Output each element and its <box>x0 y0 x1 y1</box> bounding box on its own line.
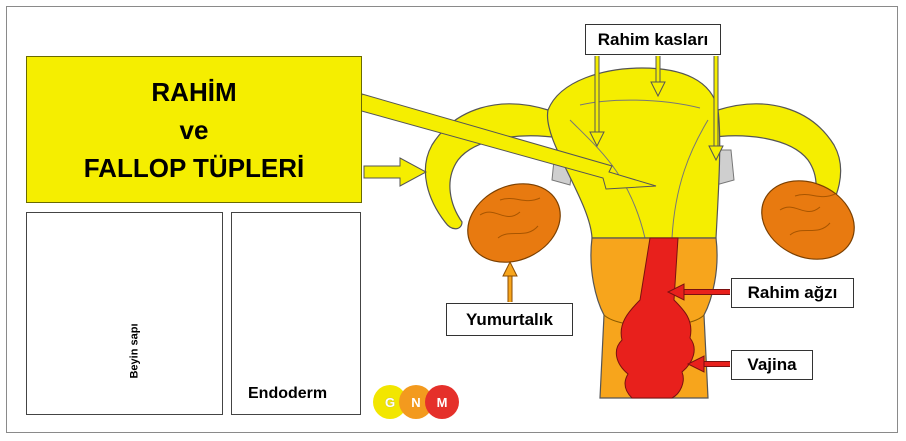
label-vajina: Vajina <box>731 350 813 380</box>
title-line-3: FALLOP TÜPLERİ <box>84 149 305 187</box>
label-rahim-agzi: Rahim ağzı <box>731 278 854 308</box>
right-ovary <box>749 166 867 274</box>
tube-pointer-arrow <box>364 158 426 186</box>
title-line-2: ve <box>180 111 209 149</box>
uterus <box>547 68 719 238</box>
left-ovary <box>455 169 573 277</box>
label-rahim-kaslari: Rahim kasları <box>585 24 721 55</box>
brainstem-label: Beyin sapı <box>129 323 141 378</box>
title-line-1: RAHİM <box>151 73 236 111</box>
logo-m: M <box>425 385 459 419</box>
brainstem-label-wrap: Beyin sapı <box>126 310 144 392</box>
ovary-arrow <box>503 262 517 302</box>
label-yumurtalik: Yumurtalık <box>446 303 573 336</box>
endoderm-caption: Endoderm <box>248 385 327 403</box>
title-box: RAHİM ve FALLOP TÜPLERİ <box>26 56 362 203</box>
brain-panel <box>26 212 223 415</box>
